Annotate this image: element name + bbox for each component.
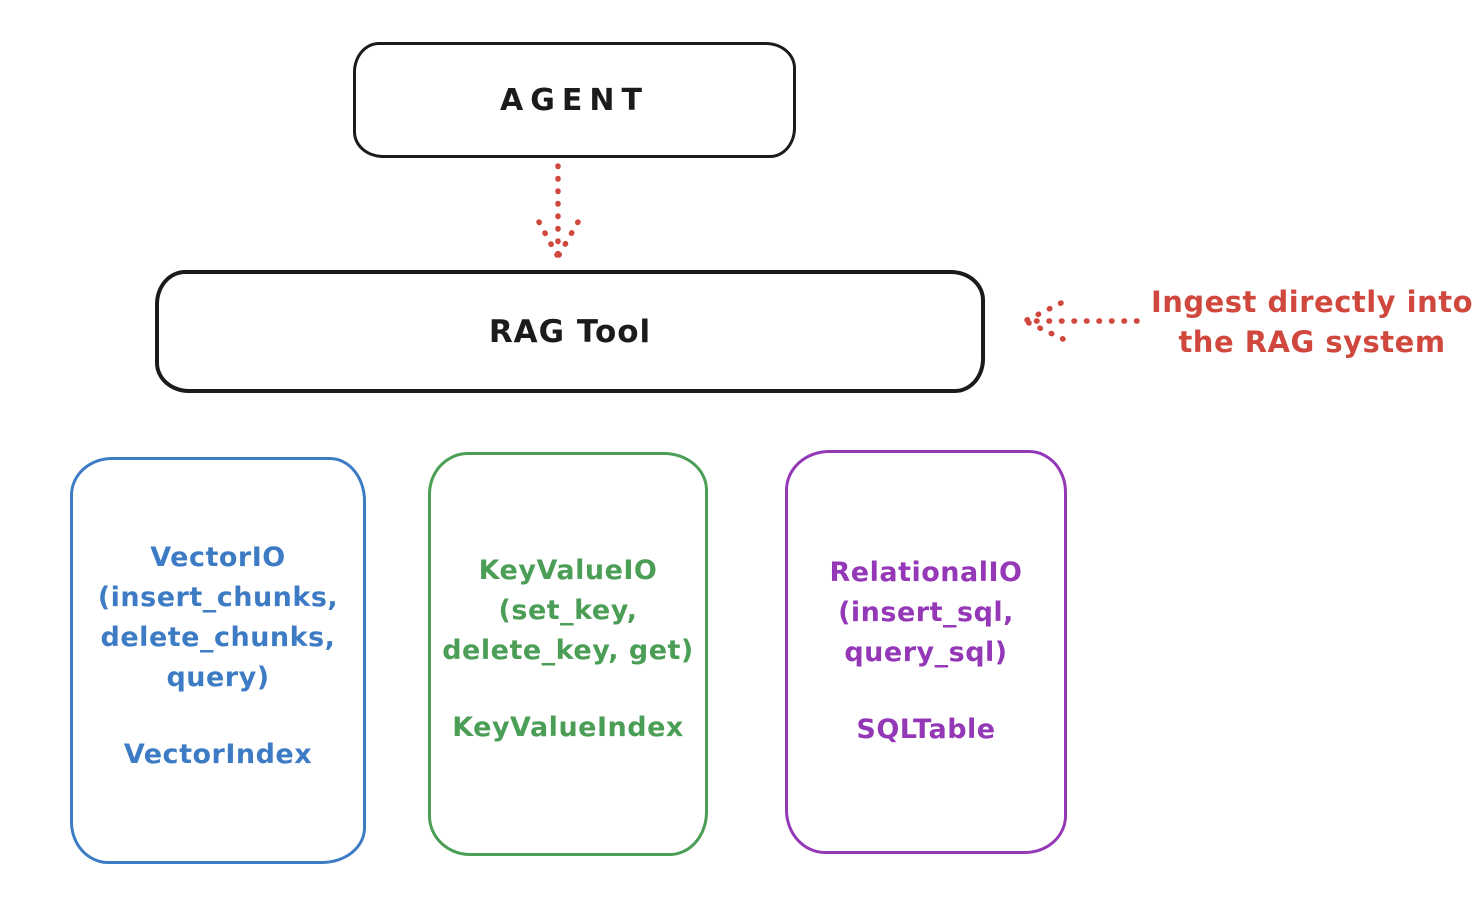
keyvalue-io-line: delete_key, get)	[442, 635, 694, 666]
agent-label: AGENT	[500, 82, 649, 118]
relational-io-line: query_sql)	[844, 637, 1008, 668]
sqltable-label: SQLTable	[856, 714, 996, 745]
agent-to-ragtool-arrow-icon	[536, 163, 581, 258]
vector-io-line: delete_chunks,	[100, 622, 336, 653]
rag-tool-node: RAG Tool	[155, 270, 985, 393]
agent-node: AGENT	[353, 42, 796, 158]
ingest-annotation-line2: the RAG system	[1178, 325, 1446, 359]
keyvalue-io-line: (set_key,	[498, 595, 638, 626]
ingest-annotation-line1: Ingest directly into	[1150, 285, 1474, 319]
rag-tool-label: RAG Tool	[488, 313, 652, 350]
relational-io-node: RelationalIO (insert_sql, query_sql) SQL…	[785, 450, 1067, 854]
vector-index-label: VectorIndex	[123, 739, 313, 770]
keyvalue-index-label: KeyValueIndex	[452, 712, 684, 743]
vector-io-line: query)	[166, 662, 270, 693]
ingest-annotation: Ingest directly into the RAG system	[1140, 282, 1484, 362]
vector-io-line: VectorIO	[150, 542, 286, 573]
vector-io-node: VectorIO (insert_chunks, delete_chunks, …	[70, 457, 366, 864]
relational-io-line: (insert_sql,	[838, 597, 1014, 628]
annotation-to-ragtool-arrow-icon	[1024, 300, 1140, 342]
keyvalue-io-line: KeyValueIO	[478, 555, 658, 586]
relational-io-line: RelationalIO	[829, 557, 1023, 588]
keyvalue-io-node: KeyValueIO (set_key, delete_key, get) Ke…	[428, 452, 708, 856]
vector-io-line: (insert_chunks,	[97, 582, 339, 613]
